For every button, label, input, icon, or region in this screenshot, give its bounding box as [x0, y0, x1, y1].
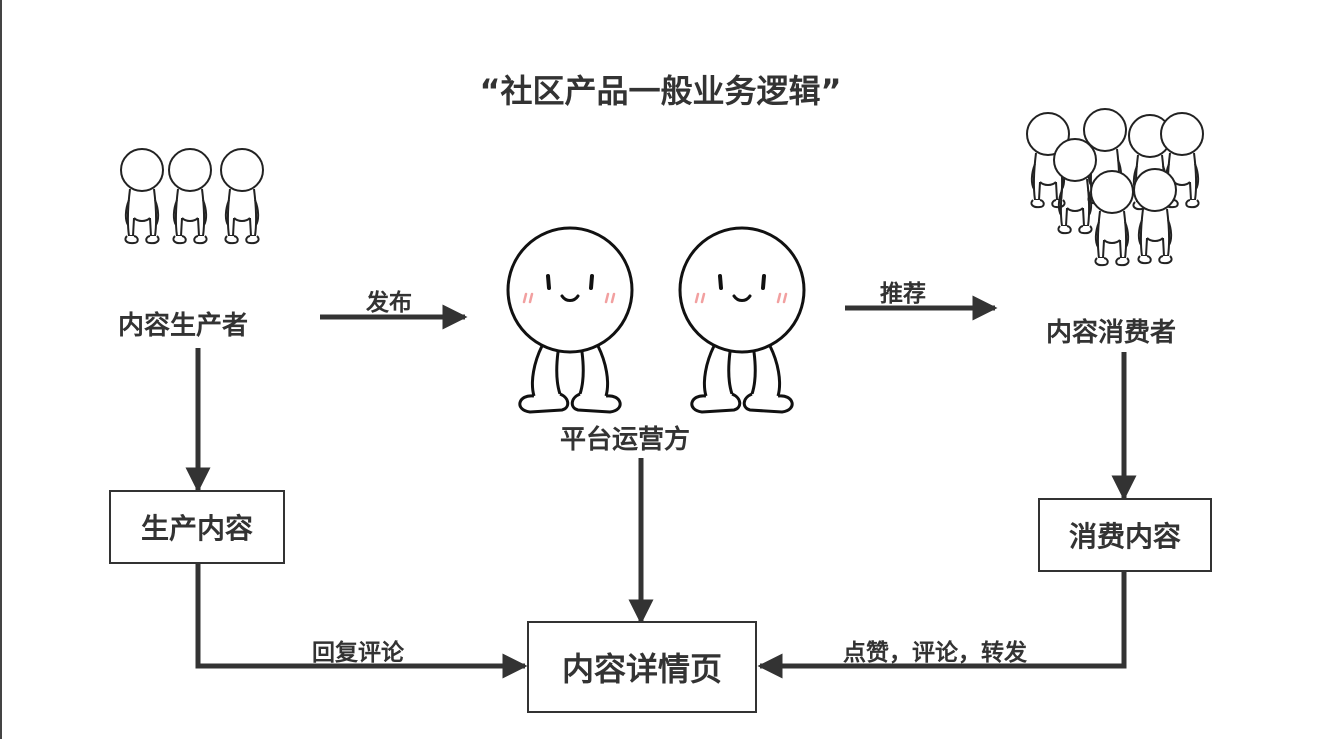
edge-recommend-label: 推荐	[880, 281, 926, 307]
produce-to-detail-arrow	[195, 562, 528, 679]
consumer-crowd-icon	[1026, 108, 1204, 267]
node-producer: 内容生产者	[118, 311, 249, 341]
edge-like-comment-share-label: 点赞，评论，转发	[843, 640, 1027, 666]
node-produce-content: 生产内容	[109, 490, 285, 564]
edge-reply-comment-label: 回复评论	[312, 640, 404, 666]
platform-mascots-icon	[506, 226, 806, 414]
node-platform: 平台运营方	[560, 425, 691, 455]
consume-to-detail-arrow	[757, 570, 1127, 679]
node-consumer: 内容消费者	[1046, 318, 1177, 348]
node-consume-content: 消费内容	[1038, 498, 1212, 572]
diagram-title: “社区产品一般业务逻辑”	[479, 72, 842, 110]
producer-figures-icon	[120, 148, 264, 245]
edge-publish-label: 发布	[366, 290, 412, 316]
node-detail-page: 内容详情页	[527, 621, 757, 713]
